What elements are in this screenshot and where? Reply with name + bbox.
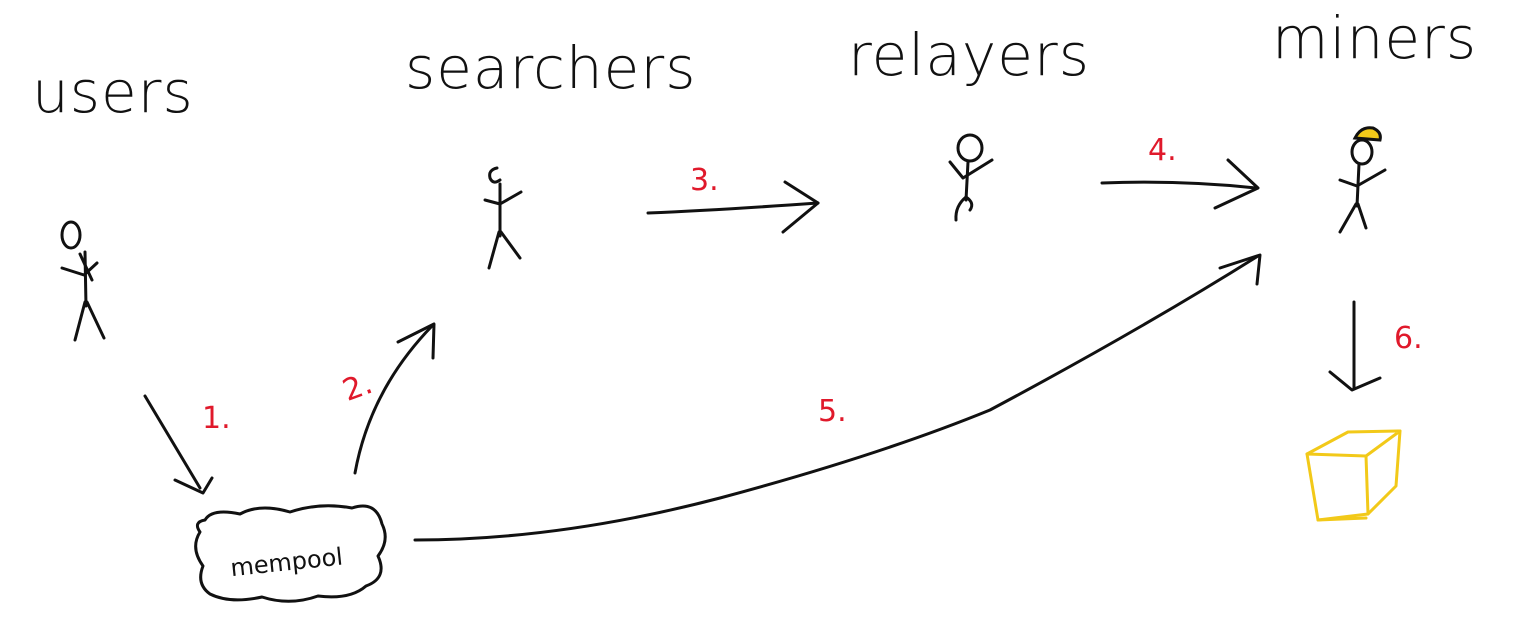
arrow-2 (353, 322, 436, 475)
label-relayers: relayers (848, 21, 1090, 89)
arrow-6 (1328, 300, 1382, 392)
searcher-figure-icon (483, 166, 523, 270)
step-number-2: 2. (338, 366, 377, 409)
step-number-1: 1. (202, 401, 231, 436)
arrow-1 (143, 394, 214, 495)
mempool-label: mempool (229, 543, 344, 583)
label-miners: miners (1272, 4, 1477, 72)
step-number-3: 3. (690, 163, 719, 198)
label-searchers: searchers (405, 34, 696, 102)
step-number-5: 5. (818, 394, 847, 429)
miner-figure-icon (1338, 126, 1387, 234)
user-figure-icon (60, 220, 106, 342)
arrow-4 (1100, 158, 1260, 210)
block-icon (1305, 429, 1402, 522)
arrow-5 (413, 253, 1262, 542)
relayer-figure-icon (948, 133, 994, 222)
step-number-4: 4. (1148, 133, 1177, 168)
arrow-3 (646, 180, 820, 234)
step-number-6: 6. (1394, 321, 1423, 356)
mempool-cloud: mempool (194, 504, 387, 603)
label-users: users (32, 58, 194, 126)
